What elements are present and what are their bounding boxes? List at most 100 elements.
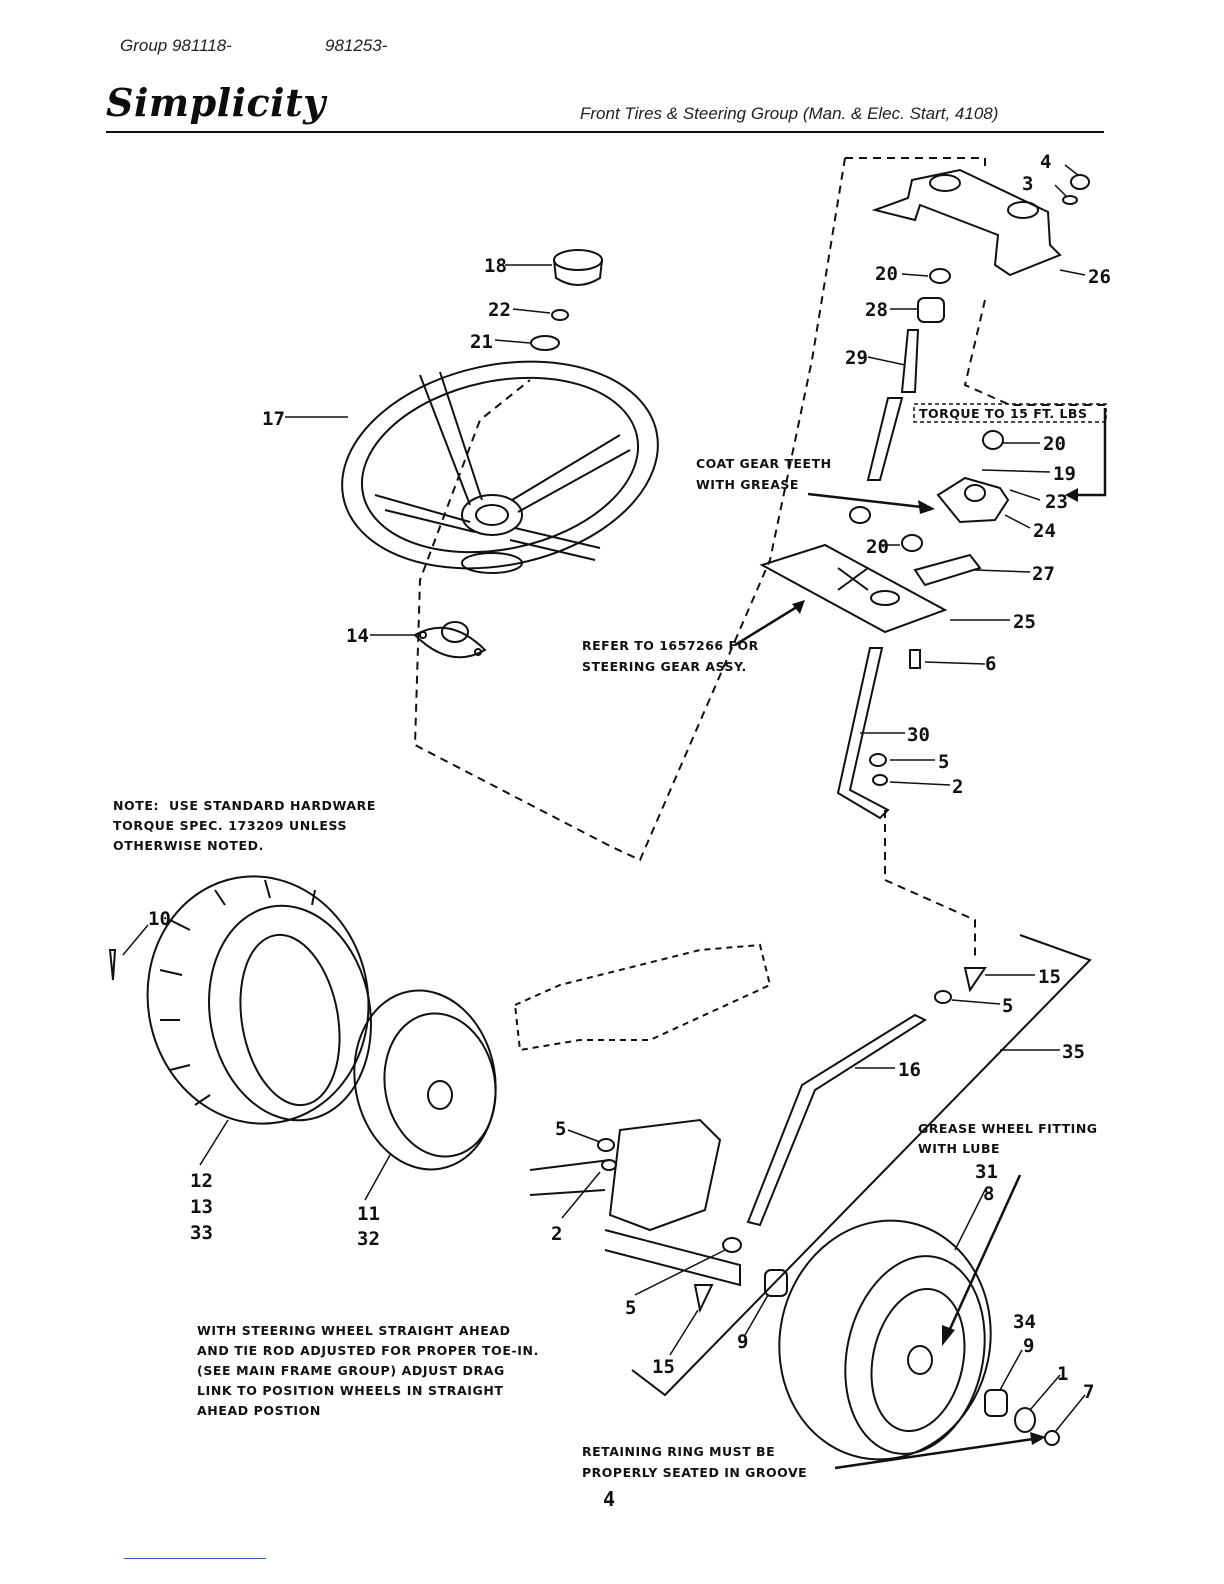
part-number: 20 xyxy=(875,263,898,285)
part-number: 28 xyxy=(865,299,888,321)
part-number: 3 xyxy=(1022,173,1033,195)
part-number: 27 xyxy=(1032,563,1055,585)
lock-washer-lower xyxy=(601,1159,617,1171)
retaining-ring-callout-line1: RETAINING RING MUST BE xyxy=(582,1444,775,1459)
part-number: 22 xyxy=(488,299,511,321)
part-number: 32 xyxy=(357,1228,380,1250)
part-number: 11 xyxy=(357,1203,380,1225)
nut-upper xyxy=(869,753,887,767)
retaining-ring xyxy=(1044,1430,1060,1446)
steering-shaft-lower xyxy=(866,397,904,481)
nut-tie-rod xyxy=(934,990,952,1004)
wheel-rim-left xyxy=(353,989,497,1171)
part-number: 35 xyxy=(1062,1041,1085,1063)
bushing-upper xyxy=(929,268,951,284)
part-number: 5 xyxy=(625,1297,636,1319)
torque-dashed-line xyxy=(963,299,1105,406)
cap-washer xyxy=(530,335,560,351)
part-number: 33 xyxy=(190,1222,213,1244)
lock-washer-upper xyxy=(872,774,888,786)
part-number: 31 xyxy=(975,1161,998,1183)
front-tire-left xyxy=(146,875,372,1125)
grease-callout-line1: COAT GEAR TEETH xyxy=(696,456,832,471)
part-number: 23 xyxy=(1045,491,1068,513)
page-number: 4 xyxy=(603,1487,616,1511)
arrow-heads xyxy=(792,488,1078,1445)
part-number: 34 xyxy=(1013,1311,1036,1333)
part-number: 17 xyxy=(262,408,285,430)
brand-logo: Simplicity xyxy=(106,80,326,125)
steering-wheel xyxy=(341,360,659,574)
frame-outline-dashed xyxy=(513,943,772,1052)
hardware-note: NOTE: USE STANDARD HARDWARE TORQUE SPEC.… xyxy=(113,798,376,853)
ball-joint-upper xyxy=(963,967,987,993)
hex-nut xyxy=(1070,174,1090,190)
grease-wheel-callout-line2: WITH LUBE xyxy=(918,1141,1000,1156)
bolt xyxy=(909,649,921,669)
spindle-assembly xyxy=(529,1118,741,1287)
part-number: 18 xyxy=(484,255,507,277)
valve-stem xyxy=(108,949,117,981)
part-number: 20 xyxy=(866,536,889,558)
assembly-dashed-line-top xyxy=(845,157,986,170)
callout-arrows xyxy=(734,408,1107,1470)
part-number: 30 xyxy=(907,724,930,746)
part-number: 9 xyxy=(737,1331,748,1353)
part-number: 9 xyxy=(1023,1335,1034,1357)
header-rule xyxy=(106,131,1104,133)
part-number: 20 xyxy=(1043,433,1066,455)
part-number: 15 xyxy=(1038,966,1061,988)
ball-joint-lower xyxy=(693,1284,714,1314)
part-number: 5 xyxy=(555,1118,566,1140)
part-number: 21 xyxy=(470,331,493,353)
part-number: 13 xyxy=(190,1196,213,1218)
assembly-dashed-line-left xyxy=(413,157,846,862)
group-number-2: 981253- xyxy=(325,36,388,55)
tie-rod-bracket-line xyxy=(631,934,1092,1397)
grease-wheel-callout-line1: GREASE WHEEL FITTING xyxy=(918,1121,1098,1136)
bushing-right xyxy=(982,430,1004,450)
gear-plate-small xyxy=(913,553,982,587)
part-number: 14 xyxy=(346,625,369,647)
steering-plate xyxy=(759,543,948,634)
steering-gear xyxy=(936,476,1010,524)
tie-rod xyxy=(746,1013,928,1227)
lock-washer xyxy=(551,309,569,321)
spacer-bushing xyxy=(917,297,945,323)
upper-bracket xyxy=(871,168,1062,277)
flat-washer xyxy=(1014,1407,1036,1433)
refer-callout-line1: REFER TO 1657266 FOR xyxy=(582,638,759,653)
leader-lines xyxy=(122,164,1086,1433)
part-number: 2 xyxy=(952,776,963,798)
alignment-note: WITH STEERING WHEEL STRAIGHT AHEAD AND T… xyxy=(197,1323,539,1418)
nut-tie-rod-lower xyxy=(722,1237,742,1253)
drag-link xyxy=(836,647,890,820)
washer xyxy=(1062,195,1078,205)
part-number: 1 xyxy=(1057,1363,1068,1385)
part-number: 8 xyxy=(983,1183,994,1205)
steering-cap xyxy=(553,249,603,286)
retaining-ring-callout-line2: PROPERLY SEATED IN GROOVE xyxy=(582,1465,807,1480)
flange-bearing xyxy=(413,621,487,659)
part-number: 26 xyxy=(1088,266,1111,288)
group-number-1: Group 981118- xyxy=(120,36,232,55)
part-number: 19 xyxy=(1053,463,1076,485)
part-number: 29 xyxy=(845,347,868,369)
part-number: 5 xyxy=(1002,995,1013,1017)
bearing-right xyxy=(984,1389,1008,1417)
steering-shaft xyxy=(900,329,920,393)
grease-callout-line2: WITH GREASE xyxy=(696,477,799,492)
part-number: 25 xyxy=(1013,611,1036,633)
part-number-labels: 4 3 26 20 28 29 18 22 21 17 14 20 19 23 … xyxy=(148,151,1111,1403)
part-number: 12 xyxy=(190,1170,213,1192)
part-number: 24 xyxy=(1033,520,1056,542)
page-title: Front Tires & Steering Group (Man. & Ele… xyxy=(580,104,999,123)
bearing-left xyxy=(764,1269,788,1297)
refer-callout-line2: STEERING GEAR ASSY. xyxy=(582,659,747,674)
part-number: 6 xyxy=(985,653,996,675)
part-number: 15 xyxy=(652,1356,675,1378)
footer-rule xyxy=(124,1558,266,1559)
bushing-center xyxy=(901,534,923,552)
